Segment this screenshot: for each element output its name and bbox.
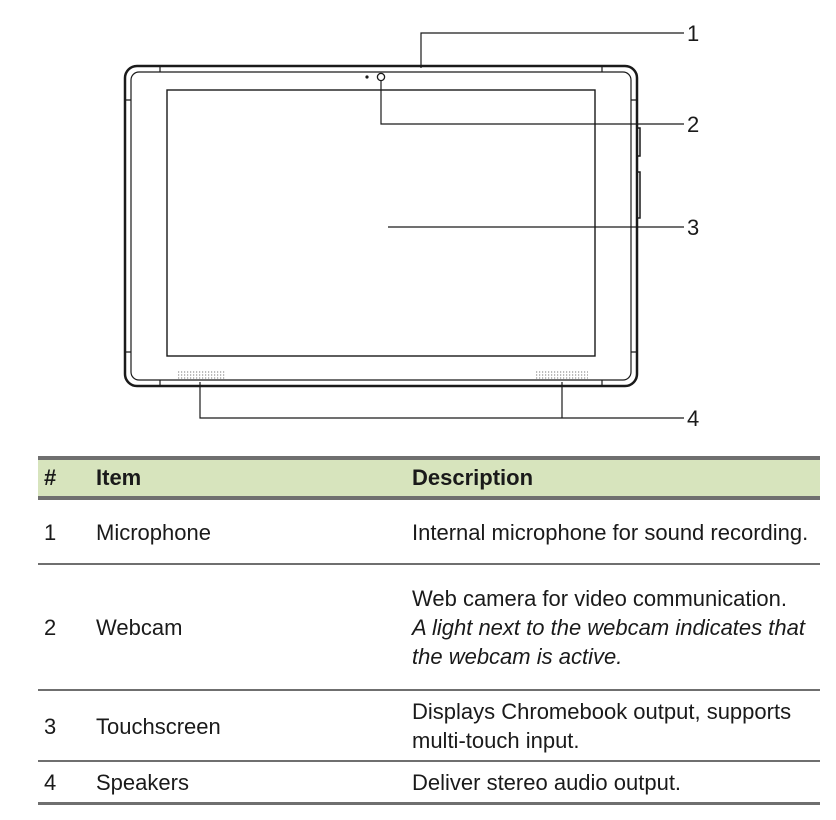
row-item: Touchscreen — [86, 690, 402, 762]
callout-3: 3 — [687, 215, 699, 240]
leader-4 — [199, 382, 684, 419]
leader-1 — [420, 32, 684, 68]
description-note: A light next to the webcam indicates tha… — [412, 615, 805, 669]
header-description: Description — [402, 456, 820, 500]
description-text: Displays Chromebook output, supports mul… — [412, 699, 792, 753]
description-text: Deliver stereo audio output. — [412, 770, 682, 795]
parts-table: # Item Description 1 Microphone Internal… — [38, 456, 820, 805]
callout-1: 1 — [687, 21, 699, 46]
row-description: Displays Chromebook output, supports mul… — [402, 690, 820, 762]
callout-2: 2 — [687, 112, 699, 137]
row-item: Webcam — [86, 564, 402, 691]
header-item: Item — [86, 456, 402, 500]
tablet-front-diagram: 1 2 3 4 — [123, 21, 699, 431]
speaker-grille-left — [178, 371, 226, 379]
table-header-row: # Item Description — [38, 456, 820, 500]
description-text: Internal microphone for sound recording. — [412, 519, 809, 545]
side-buttons — [637, 127, 641, 219]
row-num: 2 — [38, 564, 86, 691]
row-description: Web camera for video communication. A li… — [402, 564, 820, 691]
row-num: 4 — [38, 761, 86, 805]
table-row: 1 Microphone Internal microphone for sou… — [38, 498, 820, 565]
speaker-grille-right — [536, 371, 588, 379]
callout-leaders — [199, 32, 684, 419]
row-num: 1 — [38, 498, 86, 565]
table-row: 4 Speakers Deliver stereo audio output. — [38, 761, 820, 805]
table-row: 3 Touchscreen Displays Chromebook output… — [38, 690, 820, 762]
tablet-outline — [123, 64, 639, 388]
callout-4: 4 — [687, 406, 699, 431]
row-description: Deliver stereo audio output. — [402, 761, 820, 805]
row-item: Speakers — [86, 761, 402, 805]
row-num: 3 — [38, 690, 86, 762]
row-item: Microphone — [86, 498, 402, 565]
webcam-lens — [376, 72, 386, 82]
description-text: Web camera for video communication. — [412, 586, 787, 611]
row-description: Internal microphone for sound recording. — [402, 498, 820, 565]
touchscreen — [166, 89, 596, 357]
leader-2 — [380, 81, 684, 125]
webcam-indicator-light — [365, 75, 369, 79]
header-num: # — [38, 456, 86, 500]
table-row: 2 Webcam Web camera for video communicat… — [38, 564, 820, 691]
